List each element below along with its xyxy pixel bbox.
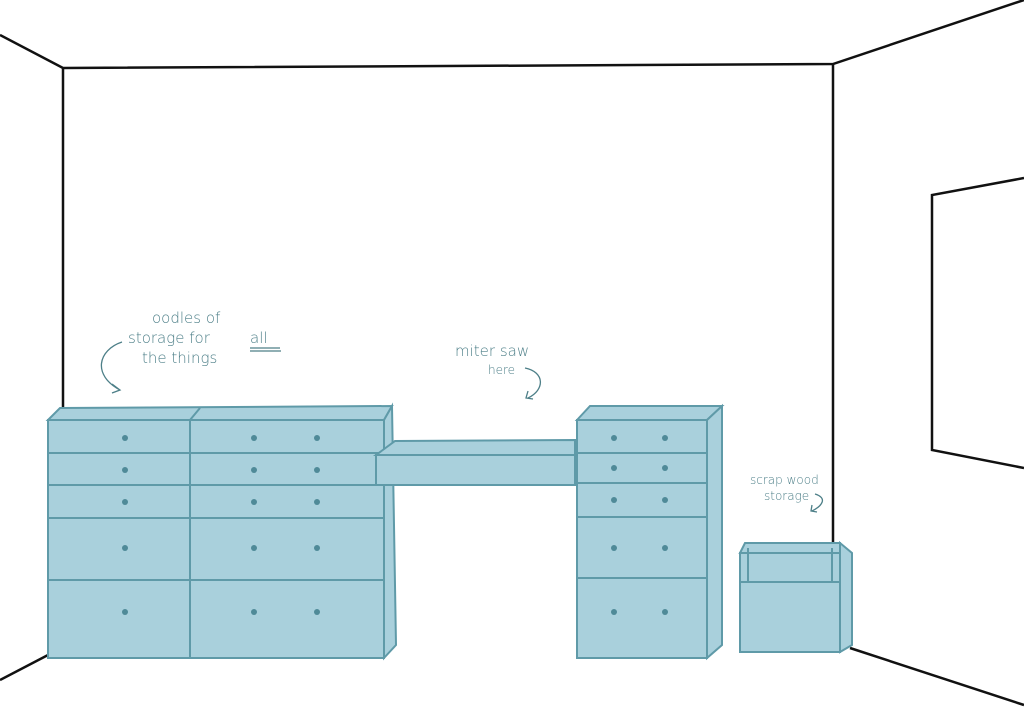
drawer-knob — [611, 497, 617, 503]
storage-note-line2: storage for — [128, 329, 211, 347]
drawer-knob — [251, 467, 257, 473]
drawer-knob — [611, 609, 617, 615]
drawer-knob — [611, 435, 617, 441]
drawer-knob — [251, 499, 257, 505]
miter-saw-note-line2: here — [488, 363, 515, 377]
window — [930, 176, 1024, 470]
drawer-knob — [314, 467, 320, 473]
drawer-knob — [122, 609, 128, 615]
drawer-knob — [662, 435, 668, 441]
drawer-knob — [314, 545, 320, 551]
drawer-knob — [611, 545, 617, 551]
scrap-wood-box — [738, 540, 853, 654]
curved-arrow-icon — [100, 341, 123, 394]
desk-top — [372, 438, 576, 486]
drawer-knob — [122, 467, 128, 473]
drawer-knob — [662, 497, 668, 503]
storage-annotation: oodles of storage for all the things — [100, 309, 281, 394]
drawer-knob — [611, 465, 617, 471]
drawer-knob — [122, 545, 128, 551]
miter-saw-annotation: miter saw here — [455, 342, 542, 400]
large-dresser — [45, 402, 398, 661]
scrap-wood-note-line2: storage — [764, 489, 809, 503]
drawer-knob — [314, 609, 320, 615]
storage-note-line1: oodles of — [152, 309, 221, 327]
curved-arrow-icon — [524, 367, 542, 400]
drawer-knob — [314, 435, 320, 441]
curved-arrow-icon — [810, 493, 824, 513]
drawer-knob — [122, 499, 128, 505]
scrap-wood-note-line1: scrap wood — [750, 473, 819, 487]
drawer-knob — [251, 435, 257, 441]
drawer-knob — [314, 499, 320, 505]
drawer-knob — [662, 609, 668, 615]
drawer-knob — [251, 609, 257, 615]
miter-saw-note-line1: miter saw — [455, 342, 529, 360]
drawer-knob — [122, 435, 128, 441]
scrap-wood-annotation: scrap wood storage — [750, 473, 824, 513]
storage-note-emphasis: all — [250, 329, 268, 347]
storage-note-line3: the things — [142, 349, 217, 367]
drawer-knob — [662, 465, 668, 471]
drawer-knob — [251, 545, 257, 551]
drawer-knob — [662, 545, 668, 551]
right-dresser — [574, 403, 725, 661]
